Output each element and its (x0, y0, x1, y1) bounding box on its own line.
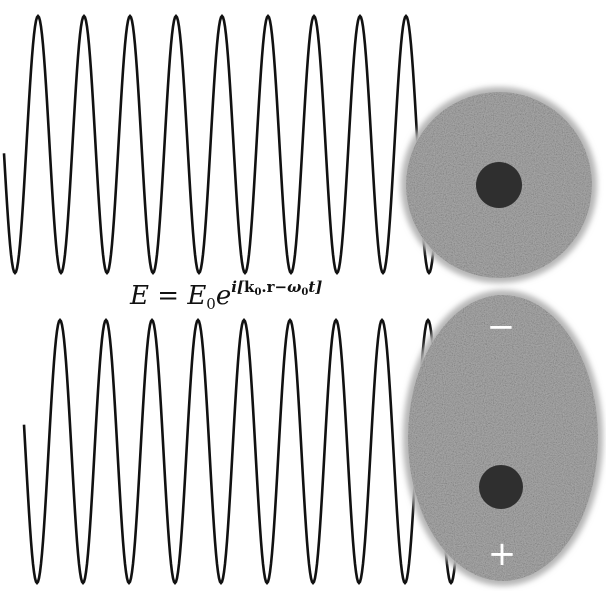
positive-charge-sign: + (488, 534, 517, 574)
equation-amplitude: E (187, 281, 207, 311)
exponent-omega-subscript: 0 (301, 287, 309, 298)
exponent-omega: −ω (274, 278, 302, 296)
equation-lhs: E (130, 281, 149, 311)
nucleus-displaced (479, 465, 523, 509)
equation-amplitude-subscript: 0 (206, 295, 216, 313)
exponent-open: i[ (231, 278, 245, 296)
wave-equation: E = E0ei[k0.r−ω0t] (130, 278, 322, 313)
incident-wave-top (2, 13, 442, 276)
nucleus (476, 162, 522, 208)
polarized-atom: − + (403, 290, 603, 586)
negative-charge-sign: − (487, 307, 516, 347)
unpolarized-atom (401, 87, 597, 283)
equation-exponent: i[k0.r−ω0t] (231, 278, 323, 298)
incident-wave-bottom (22, 317, 464, 586)
distorted-electron-cloud (408, 295, 598, 581)
equation-equals: = (148, 281, 188, 311)
equation-exponential-base: e (215, 281, 232, 311)
exponent-wavevector: k (244, 278, 255, 296)
exponent-wavevector-subscript: 0 (254, 287, 262, 298)
exponent-close: t] (308, 278, 323, 296)
exponent-position: .r (261, 278, 275, 296)
